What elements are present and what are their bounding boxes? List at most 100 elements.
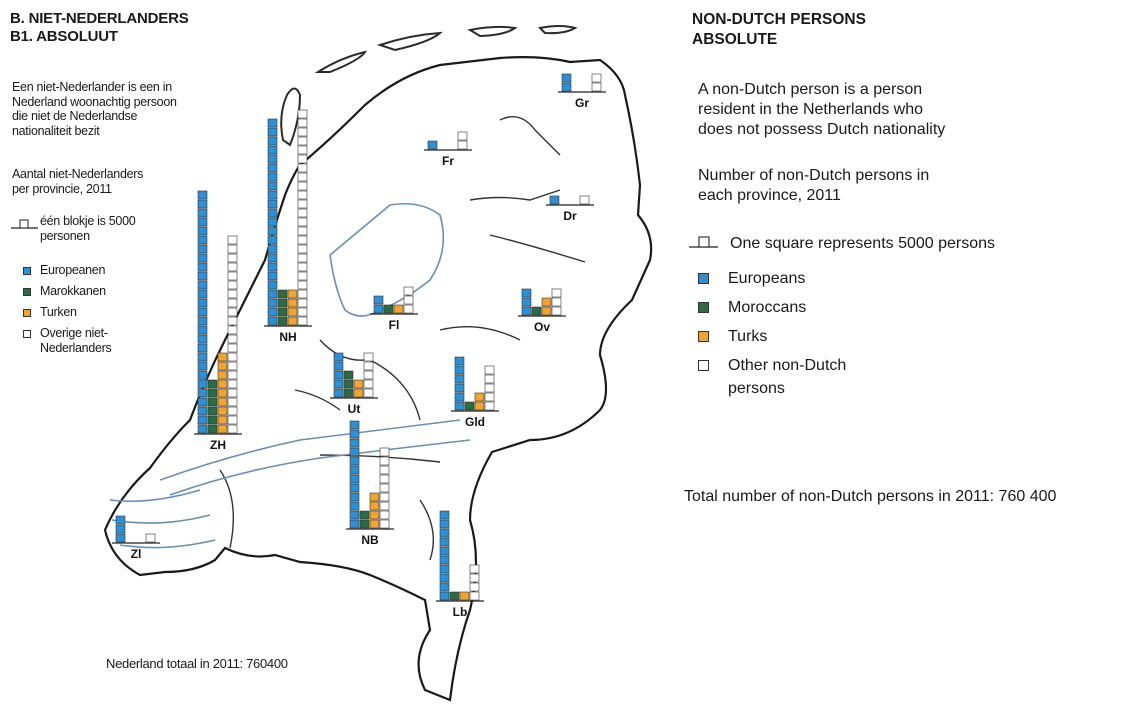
bar-square-europeans bbox=[349, 420, 360, 430]
border-fr-dr bbox=[469, 189, 561, 201]
river-waal bbox=[169, 439, 471, 496]
border-dr-ov bbox=[489, 234, 586, 263]
bar-square-europeans bbox=[349, 519, 360, 529]
bar-square-europeans bbox=[349, 492, 360, 502]
english-block-unit-icon bbox=[689, 236, 718, 248]
bar-square-other bbox=[551, 297, 562, 307]
province-chart-fl: Fl bbox=[370, 286, 418, 332]
bar-square-other bbox=[297, 199, 308, 209]
bar-square-europeans bbox=[115, 533, 126, 543]
bar-square-turks bbox=[353, 388, 364, 398]
legend-label-other: Other non-Dutch bbox=[728, 357, 847, 374]
border-fr-gr bbox=[499, 116, 561, 156]
bar-square-turks bbox=[217, 379, 228, 389]
border-nb-lb bbox=[419, 499, 435, 561]
dutch-title: B. NIET-NEDERLANDERS B1. ABSOLUUT bbox=[10, 10, 189, 46]
bar-square-turks bbox=[369, 519, 380, 529]
province-label-nb: NB bbox=[361, 533, 379, 547]
bar-square-europeans bbox=[197, 226, 208, 236]
bar-square-europeans bbox=[197, 424, 208, 434]
bar-square-turks bbox=[287, 289, 298, 299]
bar-square-turks bbox=[369, 492, 380, 502]
bar-square-europeans bbox=[333, 388, 344, 398]
bar-square-europeans bbox=[197, 397, 208, 407]
bar-square-moroccans bbox=[343, 388, 354, 398]
legend-label-overige: Overige niet- bbox=[40, 326, 108, 340]
bar-square-europeans bbox=[267, 235, 278, 245]
dutch-title-line1: B. NIET-NEDERLANDERS bbox=[10, 10, 189, 27]
bar-square-europeans bbox=[561, 82, 572, 92]
bar-square-other bbox=[469, 564, 480, 574]
bar-square-europeans bbox=[349, 501, 360, 511]
bar-square-other bbox=[297, 280, 308, 290]
bar-square-other bbox=[579, 195, 590, 205]
bar-square-moroccans bbox=[383, 304, 394, 314]
bar-square-other bbox=[363, 379, 374, 389]
province-label-nh: NH bbox=[279, 330, 296, 344]
bar-square-europeans bbox=[197, 253, 208, 263]
bar-square-europeans bbox=[373, 295, 384, 305]
bar-square-other bbox=[379, 447, 390, 457]
dutch-definition-line: Nederland woonachtig persoon bbox=[12, 94, 177, 109]
bar-square-other bbox=[403, 286, 414, 296]
bar-square-other bbox=[227, 307, 238, 317]
bar-square-europeans bbox=[521, 288, 532, 298]
bar-square-other bbox=[227, 424, 238, 434]
province-chart-lb: Lb bbox=[436, 510, 484, 619]
bar-square-europeans bbox=[439, 510, 450, 520]
legend-swatch-turks bbox=[23, 309, 31, 317]
bar-square-moroccans bbox=[277, 298, 288, 308]
province-label-dr: Dr bbox=[563, 209, 577, 223]
dutch-title-line2: B1. ABSOLUUT bbox=[10, 28, 118, 45]
bar-square-other bbox=[363, 370, 374, 380]
bar-square-other bbox=[297, 190, 308, 200]
bar-square-other bbox=[297, 271, 308, 281]
bar-square-europeans bbox=[197, 352, 208, 362]
bar-square-other bbox=[297, 118, 308, 128]
bar-square-turks bbox=[541, 297, 552, 307]
bar-square-europeans bbox=[197, 199, 208, 209]
bar-square-other bbox=[297, 163, 308, 173]
bar-square-other bbox=[227, 406, 238, 416]
dutch-subtitle: Aantal niet-Nederlanders per provincie, … bbox=[12, 167, 143, 196]
bar-square-other bbox=[227, 415, 238, 425]
border-zl-nb bbox=[219, 469, 234, 549]
bar-square-turks bbox=[369, 510, 380, 520]
bar-square-other bbox=[379, 510, 390, 520]
bar-square-moroccans bbox=[359, 510, 370, 520]
bar-square-other bbox=[297, 208, 308, 218]
english-subtitle-line: Number of non-Dutch persons in bbox=[698, 167, 930, 184]
bar-square-europeans bbox=[561, 73, 572, 83]
island-terschelling bbox=[376, 31, 443, 52]
bar-square-other bbox=[297, 145, 308, 155]
dutch-definition-line: nationaliteit bezit bbox=[12, 123, 100, 138]
bar-square-other bbox=[227, 388, 238, 398]
bar-square-other bbox=[297, 298, 308, 308]
province-chart-zl: Zl bbox=[112, 515, 160, 561]
bar-square-europeans bbox=[267, 226, 278, 236]
bar-square-europeans bbox=[349, 438, 360, 448]
island-texel bbox=[280, 87, 302, 147]
bar-square-europeans bbox=[115, 524, 126, 534]
english-definition-line: does not possess Dutch nationality bbox=[698, 121, 946, 138]
bar-square-other bbox=[227, 361, 238, 371]
bar-square-other bbox=[457, 131, 468, 141]
bar-square-europeans bbox=[267, 244, 278, 254]
bar-square-europeans bbox=[267, 118, 278, 128]
bar-square-europeans bbox=[267, 145, 278, 155]
bar-square-europeans bbox=[197, 208, 208, 218]
bar-square-moroccans bbox=[359, 519, 370, 529]
bar-square-moroccans bbox=[207, 424, 218, 434]
bar-square-other bbox=[469, 573, 480, 583]
bar-square-europeans bbox=[267, 208, 278, 218]
legend-swatch-moroccans bbox=[23, 288, 31, 296]
english-subtitle-line: each province, 2011 bbox=[698, 187, 841, 204]
bar-square-turks bbox=[217, 415, 228, 425]
bar-square-europeans bbox=[333, 352, 344, 362]
bar-square-other bbox=[297, 154, 308, 164]
legend-label-turken: Turken bbox=[40, 305, 77, 319]
bar-square-turks bbox=[217, 361, 228, 371]
bar-square-turks bbox=[369, 501, 380, 511]
english-title: NON-DUTCH PERSONS ABSOLUTE bbox=[692, 10, 866, 50]
bar-square-other bbox=[227, 298, 238, 308]
